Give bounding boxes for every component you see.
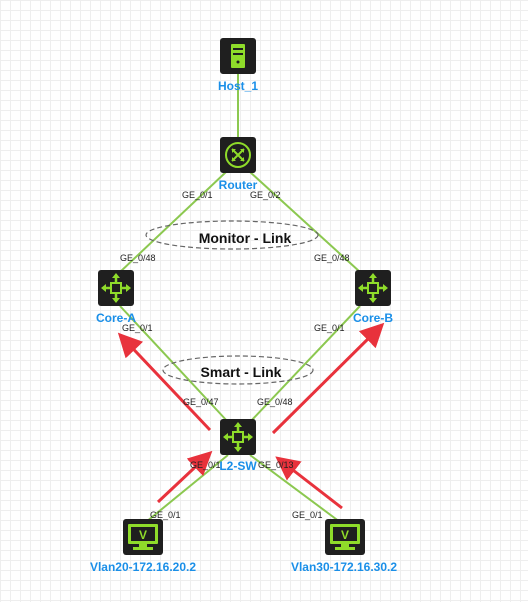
port-labels: GE_0/1 GE_0/2 GE_0/48 GE_0/48 GE_0/1 GE_… <box>120 190 350 520</box>
smart-link-label: Smart - Link <box>201 364 282 380</box>
node-pc20[interactable]: V <box>123 519 163 555</box>
svg-text:V: V <box>139 528 147 542</box>
arrow-pc30-to-l2sw <box>275 456 343 510</box>
arrow-pc20-to-l2sw <box>156 450 213 504</box>
links <box>119 72 361 523</box>
core-b-label: Core-B <box>353 311 393 325</box>
smart-link-group: Smart - Link <box>162 355 314 385</box>
pc30-label: Vlan30-172.16.30.2 <box>291 560 397 574</box>
node-router[interactable] <box>220 137 256 173</box>
link-router-core-a <box>119 171 227 273</box>
port-pc20: GE_0/1 <box>150 510 181 520</box>
link-core-a-l2sw <box>119 305 229 423</box>
port-l2sw-bottom-right: GE_0/13 <box>258 460 294 470</box>
port-core-a-up: GE_0/48 <box>120 253 156 263</box>
port-l2sw-left: GE_0/47 <box>183 397 219 407</box>
monitor-link-group: Monitor - Link <box>145 220 319 250</box>
port-core-b-up: GE_0/48 <box>314 253 350 263</box>
node-pc30[interactable]: V <box>325 519 365 555</box>
router-icon <box>225 142 251 168</box>
node-core-b[interactable] <box>355 270 391 306</box>
port-pc30: GE_0/1 <box>292 510 323 520</box>
link-l2sw-pc20 <box>145 454 229 523</box>
host-label: Host_1 <box>218 79 258 93</box>
arrow-to-core-b <box>271 322 385 435</box>
l3-switch-icon <box>101 273 131 303</box>
link-router-core-b <box>249 171 361 273</box>
l3-switch-icon <box>358 273 388 303</box>
l2sw-label: L2-SW <box>219 459 257 473</box>
arrow-to-core-a <box>117 332 212 432</box>
node-l2sw[interactable] <box>220 419 256 455</box>
router-label: Router <box>219 178 258 192</box>
pc-icon: V <box>330 524 360 550</box>
port-core-a-down: GE_0/1 <box>122 323 153 333</box>
svg-text:V: V <box>341 528 349 542</box>
link-core-b-l2sw <box>249 305 361 423</box>
core-a-label: Core-A <box>96 311 136 325</box>
port-l2sw-bottom-left: GE_0/1 <box>190 460 221 470</box>
node-core-a[interactable] <box>98 270 134 306</box>
port-l2sw-right: GE_0/48 <box>257 397 293 407</box>
server-icon <box>231 44 245 68</box>
pc-icon: V <box>128 524 158 550</box>
port-core-b-down: GE_0/1 <box>314 323 345 333</box>
port-router-right: GE_0/2 <box>250 190 281 200</box>
failover-arrows <box>117 322 385 510</box>
monitor-link-label: Monitor - Link <box>199 230 292 246</box>
pc20-label: Vlan20-172.16.20.2 <box>90 560 196 574</box>
node-host[interactable] <box>220 38 256 74</box>
link-l2sw-pc30 <box>249 454 341 523</box>
port-router-left: GE_0/1 <box>182 190 213 200</box>
switch-icon <box>223 422 253 452</box>
